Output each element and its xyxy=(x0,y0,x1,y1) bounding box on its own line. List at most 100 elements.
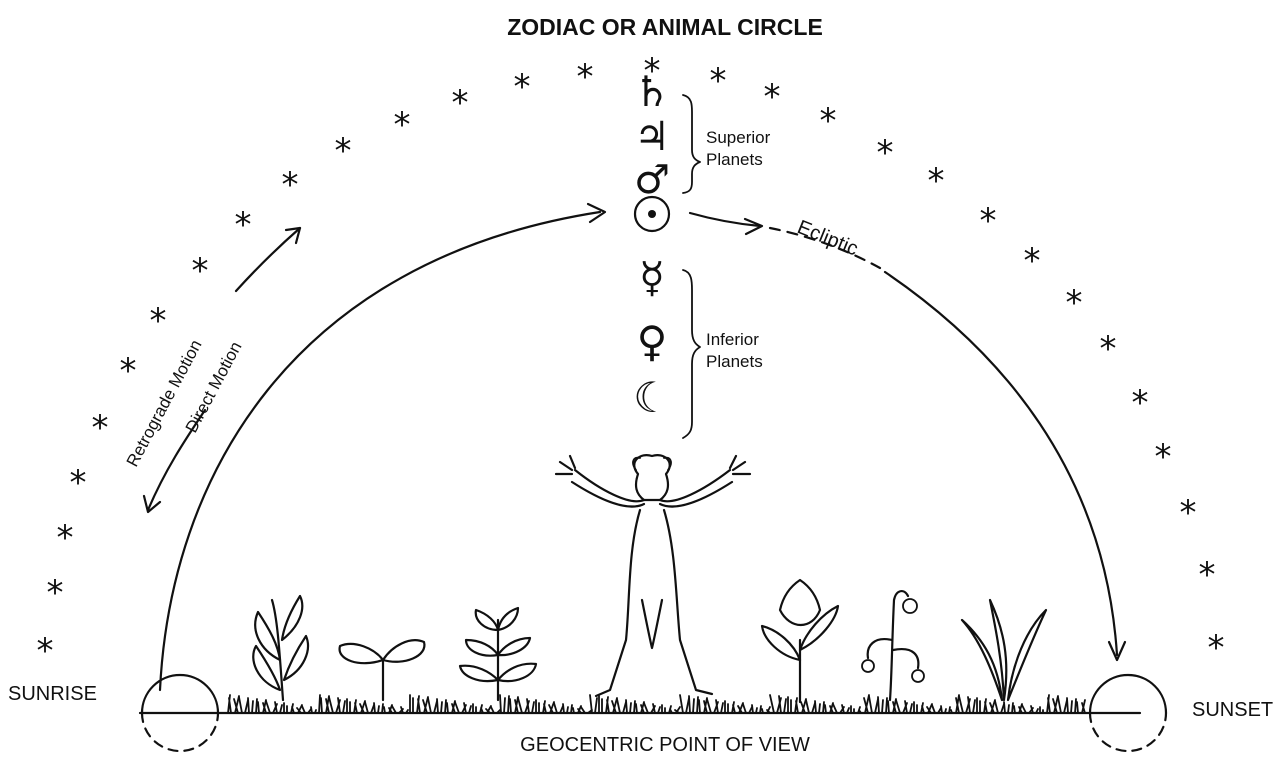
zodiac-star: * xyxy=(47,573,64,613)
grass-blade xyxy=(275,702,282,713)
zodiac-star: * xyxy=(1208,628,1225,668)
inferior-label-2: Planets xyxy=(706,352,763,371)
jupiter-icon: ♃ xyxy=(634,114,670,160)
grass-blade xyxy=(669,706,672,713)
grass-blade xyxy=(869,696,878,713)
grass-blade xyxy=(445,700,448,713)
grass-blade xyxy=(864,695,869,713)
grass-blade xyxy=(1058,697,1067,713)
grass-blade xyxy=(508,696,511,713)
grass-blade xyxy=(716,700,723,713)
zodiac-star: * xyxy=(70,463,87,503)
ecliptic-label: Ecliptic xyxy=(794,216,861,260)
grass-blade xyxy=(990,700,995,713)
grass-blade xyxy=(1047,695,1050,713)
grass-blade xyxy=(382,704,385,713)
grass-blade xyxy=(590,695,597,713)
grass-blade xyxy=(752,705,757,713)
grass-blade xyxy=(914,702,917,713)
saturn-icon: ♄ xyxy=(633,67,671,116)
venus-icon: ♀ xyxy=(637,317,668,366)
zodiac-star: * xyxy=(1180,493,1197,533)
zodiac-star: * xyxy=(577,57,594,97)
superior-label-1: Superior xyxy=(706,128,771,147)
grass-blade xyxy=(626,700,631,713)
grass-blade xyxy=(743,704,752,713)
zodiac-star: * xyxy=(37,631,54,671)
grass-blade xyxy=(995,701,1004,713)
grass-blade xyxy=(536,700,539,713)
grass-blade xyxy=(1012,703,1015,713)
grass-blade xyxy=(347,699,350,713)
zodiac-star: * xyxy=(92,408,109,448)
zodiac-star: * xyxy=(1100,329,1117,369)
diagram-title: ZODIAC OR ANIMAL CIRCLE xyxy=(507,14,823,40)
zodiac-star: * xyxy=(820,101,837,141)
grass-blade xyxy=(725,701,728,713)
arc-after-sun xyxy=(690,213,760,226)
grass-blade xyxy=(291,704,294,713)
arc-arrowhead-right xyxy=(745,219,762,234)
grass-blade xyxy=(437,699,442,713)
grass-blade xyxy=(823,702,826,713)
grass-blade xyxy=(921,703,924,713)
grass-blade xyxy=(417,696,420,713)
moon-icon: ☾ xyxy=(633,373,671,422)
zodiac-star: * xyxy=(394,105,411,145)
grass-blade xyxy=(571,705,574,713)
grass-blade xyxy=(234,696,239,713)
zodiac-star: * xyxy=(877,133,894,173)
grass-blade xyxy=(788,697,791,713)
grass-blade xyxy=(815,701,820,713)
zodiac-star: * xyxy=(235,205,252,245)
zodiac-star: * xyxy=(1132,383,1149,423)
grass-blade xyxy=(984,699,987,713)
grass-blade xyxy=(779,696,786,713)
grass-blade xyxy=(675,707,680,713)
grass-blade xyxy=(842,705,849,713)
grass-blade xyxy=(977,698,980,713)
zodiac-star: * xyxy=(120,351,137,391)
grass-blade xyxy=(248,698,253,713)
grass-blade xyxy=(1082,700,1085,713)
grass-blade xyxy=(905,701,912,713)
grass-blade xyxy=(1004,702,1009,713)
grass-blade xyxy=(423,697,428,713)
zodiac-star: * xyxy=(150,301,167,341)
grass-blade xyxy=(1075,699,1078,713)
bottom-caption: GEOCENTRIC POINT OF VIEW xyxy=(520,734,810,756)
grass-blade xyxy=(806,700,815,713)
grass-blade xyxy=(878,697,883,713)
grass-blade xyxy=(653,704,660,713)
grass-blade xyxy=(1067,698,1072,713)
inferior-label-1: Inferior xyxy=(706,330,759,349)
sunset-label: SUNSET xyxy=(1192,699,1273,721)
grass-blade xyxy=(228,695,231,713)
grass-blade xyxy=(500,695,505,713)
sunrise-label: SUNRISE xyxy=(8,683,97,705)
grass-blade xyxy=(563,704,568,713)
human-figure xyxy=(556,455,750,696)
grass-blade xyxy=(1053,696,1058,713)
grass-blade xyxy=(886,698,889,713)
zodiac-star: * xyxy=(764,77,781,117)
zodiac-star: * xyxy=(710,61,727,101)
grass-blade xyxy=(473,704,476,713)
grass-blade xyxy=(767,707,770,713)
zodiac-star: * xyxy=(452,83,469,123)
grass-blade xyxy=(239,697,248,713)
grass-blade xyxy=(543,701,546,713)
grass-blade xyxy=(801,699,806,713)
zodiac-star: * xyxy=(282,165,299,205)
ecliptic-arc-right xyxy=(885,272,1117,655)
grass-blade xyxy=(732,702,735,713)
superior-label-2: Planets xyxy=(706,150,763,169)
zodiac-star: * xyxy=(1024,241,1041,281)
grass-blade xyxy=(680,695,689,713)
grass-blade xyxy=(549,702,554,713)
grass-blade xyxy=(968,697,975,713)
zodiac-star: * xyxy=(192,251,209,291)
grass-blade xyxy=(932,705,941,713)
grass-blade xyxy=(606,697,609,713)
